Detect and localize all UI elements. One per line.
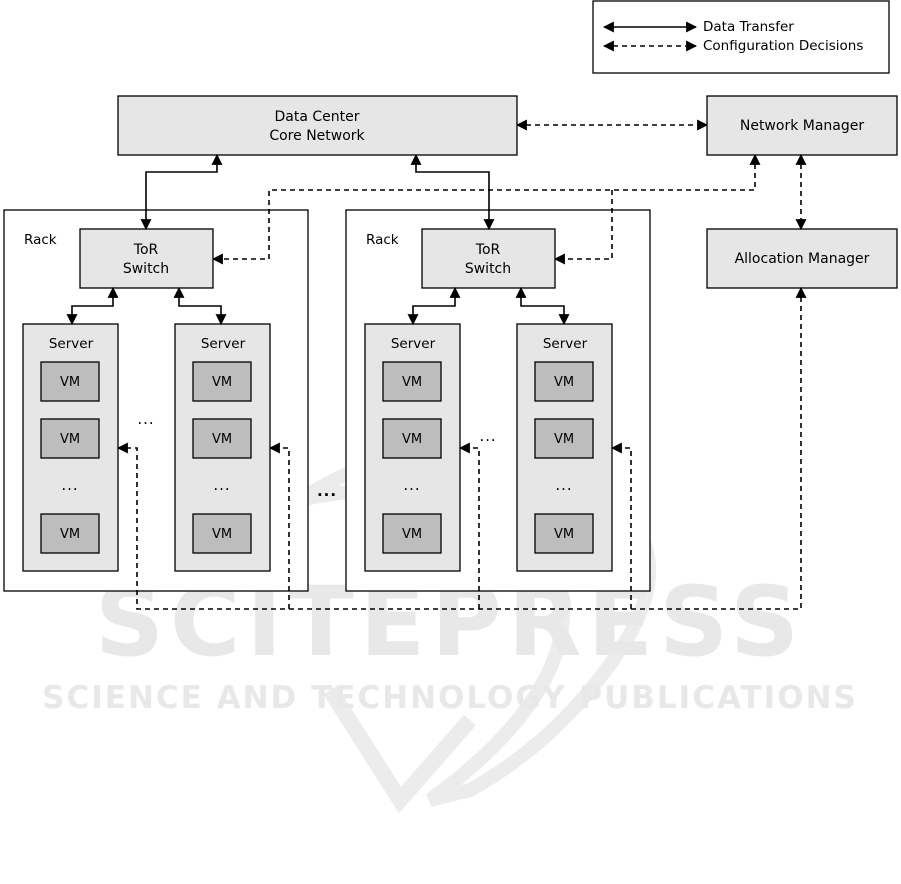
rack-1-server-2-label: Server — [201, 336, 246, 352]
vm-label: VM — [60, 432, 80, 447]
vm-ellipsis: ... — [61, 476, 78, 494]
vm-label: VM — [212, 527, 232, 542]
rack-2-tor-label-line1: ToR — [475, 242, 501, 258]
watermark-subtitle: SCIENCE AND TECHNOLOGY PUBLICATIONS — [42, 680, 858, 716]
allocation-manager: Allocation Manager — [707, 229, 897, 288]
rack-1-label: Rack — [24, 232, 57, 248]
vm-label: VM — [554, 432, 574, 447]
rack-1: Rack ToR Switch Server VM VM ... VM Serv… — [4, 210, 308, 591]
core-network: Data Center Core Network — [118, 96, 517, 155]
vm-label: VM — [60, 375, 80, 390]
rack-2-tor-switch — [422, 229, 555, 288]
rack-1-tor-label-line2: Switch — [123, 261, 169, 277]
rack-2-server-1-label: Server — [391, 336, 436, 352]
core-network-label-line1: Data Center — [275, 109, 360, 125]
vm-ellipsis: ... — [403, 476, 420, 494]
legend-configuration-label: Configuration Decisions — [703, 38, 863, 54]
rack-2: Rack ToR Switch Server VM VM ... VM Serv… — [346, 210, 650, 591]
rack-2-server-2-label: Server — [543, 336, 588, 352]
vm-label: VM — [60, 527, 80, 542]
vm-label: VM — [554, 527, 574, 542]
network-manager-label: Network Manager — [740, 118, 865, 134]
rack-1-between-servers-ellipsis: ... — [137, 410, 154, 428]
vm-label: VM — [212, 375, 232, 390]
legend-box — [593, 1, 889, 73]
vm-label: VM — [554, 375, 574, 390]
rack-1-tor-label-line1: ToR — [133, 242, 159, 258]
rack-1-server-1-label: Server — [49, 336, 94, 352]
legend: Data Transfer Configuration Decisions — [593, 1, 889, 73]
vm-label: VM — [402, 432, 422, 447]
vm-ellipsis: ... — [213, 476, 230, 494]
legend-data-transfer-label: Data Transfer — [703, 19, 794, 35]
vm-label: VM — [402, 527, 422, 542]
allocation-manager-label: Allocation Manager — [735, 251, 870, 267]
vm-label: VM — [212, 432, 232, 447]
rack-2-tor-label-line2: Switch — [465, 261, 511, 277]
rack-2-between-servers-ellipsis: ... — [479, 427, 496, 445]
core-network-label-line2: Core Network — [269, 128, 365, 144]
network-manager: Network Manager — [707, 96, 897, 155]
rack-1-tor-switch — [80, 229, 213, 288]
vm-label: VM — [402, 375, 422, 390]
vm-ellipsis: ... — [555, 476, 572, 494]
core-network-box — [118, 96, 517, 155]
between-racks-ellipsis: ... — [317, 482, 337, 500]
rack-2-label: Rack — [366, 232, 399, 248]
